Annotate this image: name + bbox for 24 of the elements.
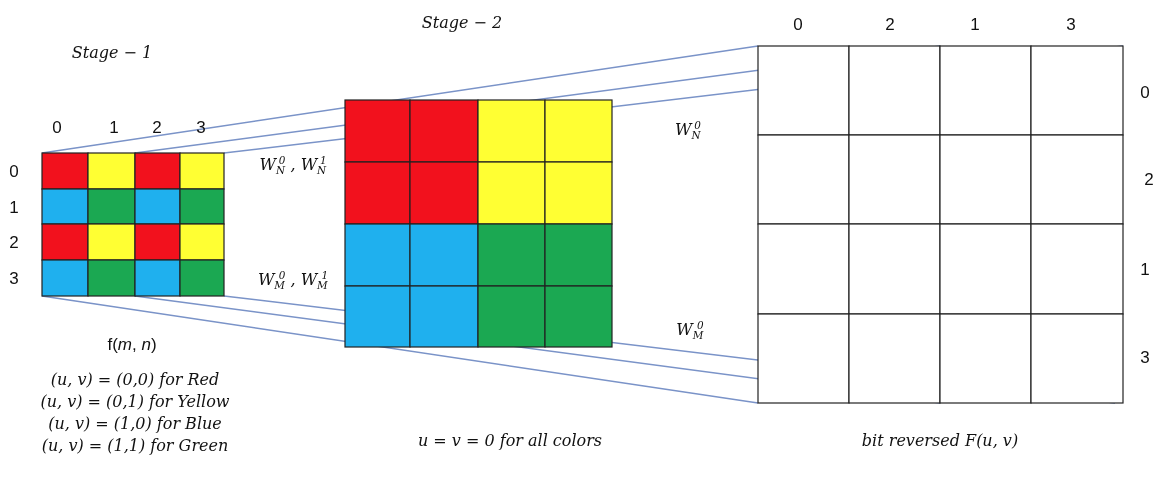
column-index: 3: [1066, 15, 1076, 35]
color-index-note: u = v = 0 for all colors: [417, 430, 603, 450]
column-index: 0: [52, 118, 62, 138]
column-index: 1: [109, 118, 119, 138]
row-index: 1: [1140, 260, 1150, 280]
row-index: 0: [1140, 83, 1150, 103]
stage-title: Stage − 2: [421, 12, 503, 32]
row-index: 2: [9, 233, 19, 253]
color-index-note: (u, v) = (1,1) for Green: [41, 435, 229, 455]
row-index: 3: [9, 269, 19, 289]
row-index: 2: [1144, 170, 1154, 190]
column-index: 2: [152, 118, 162, 138]
row-index: 1: [9, 198, 19, 218]
color-index-note: (u, v) = (1,0) for Blue: [48, 413, 222, 433]
output-caption: bit reversed F(u, v): [861, 430, 1019, 450]
row-index: 3: [1140, 348, 1150, 368]
color-index-note: (u, v) = (0,0) for Red: [50, 369, 220, 389]
function-label: f(m, n): [107, 335, 157, 355]
column-index: 1: [970, 15, 980, 35]
column-index: 0: [793, 15, 803, 35]
color-index-note: (u, v) = (0,1) for Yellow: [40, 391, 230, 411]
row-index: 0: [9, 162, 19, 182]
column-index: 2: [885, 15, 895, 35]
stage-title: Stage − 1: [71, 42, 153, 62]
